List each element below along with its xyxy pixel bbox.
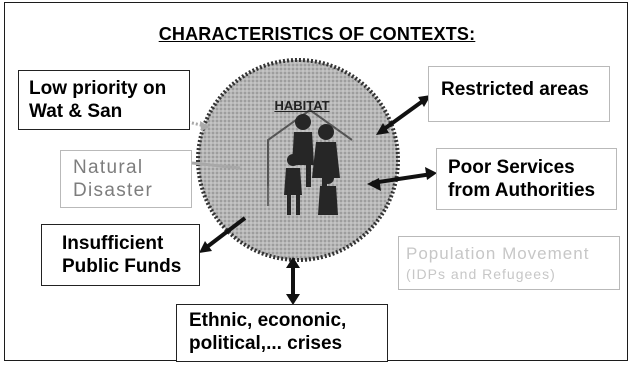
crises-box: Ethnic, econonic, political,... crises (176, 304, 388, 362)
arrow-insufficient-funds (201, 216, 247, 252)
poor-services-line2: from Authorities (448, 180, 596, 201)
natural-disaster-line2: Disaster (73, 180, 154, 201)
diagram-title: CHARACTERISTICS OF CONTEXTS: (158, 24, 476, 44)
crises-line1: Ethnic, econonic, (189, 310, 347, 331)
low-priority-box: Low priority on Wat & San (18, 70, 190, 130)
poor-services-box: Poor Services from Authorities (436, 148, 617, 210)
arrows (201, 96, 433, 300)
population-movement-box: Population Movement (IDPs and Refugees) (398, 236, 620, 290)
natural-disaster-line1: Natural (73, 157, 144, 178)
insufficient-funds-line1: Insufficient (62, 233, 164, 254)
arrow-restricted (378, 96, 429, 134)
insufficient-funds-line2: Public Funds (62, 256, 182, 277)
low-priority-line1: Low priority on (29, 78, 167, 99)
faint-arrows (187, 120, 241, 170)
house-roof-icon (267, 108, 353, 186)
population-movement-line1: Population Movement (406, 244, 590, 263)
insufficient-funds-box: Insufficient Public Funds (41, 224, 200, 286)
habitat-label: HABITAT (274, 98, 330, 113)
crises-line2: political,... crises (189, 333, 343, 354)
low-priority-line2: Wat & San (29, 101, 123, 122)
natural-disaster-box: Natural Disaster (60, 150, 192, 208)
restricted-areas-box: Restricted areas (428, 66, 610, 122)
family-icon (284, 114, 340, 215)
arrow-poor-services (371, 172, 433, 185)
population-movement-line2: (IDPs and Refugees) (406, 266, 556, 282)
restricted-areas-label: Restricted areas (441, 79, 589, 100)
poor-services-line1: Poor Services (448, 157, 575, 178)
